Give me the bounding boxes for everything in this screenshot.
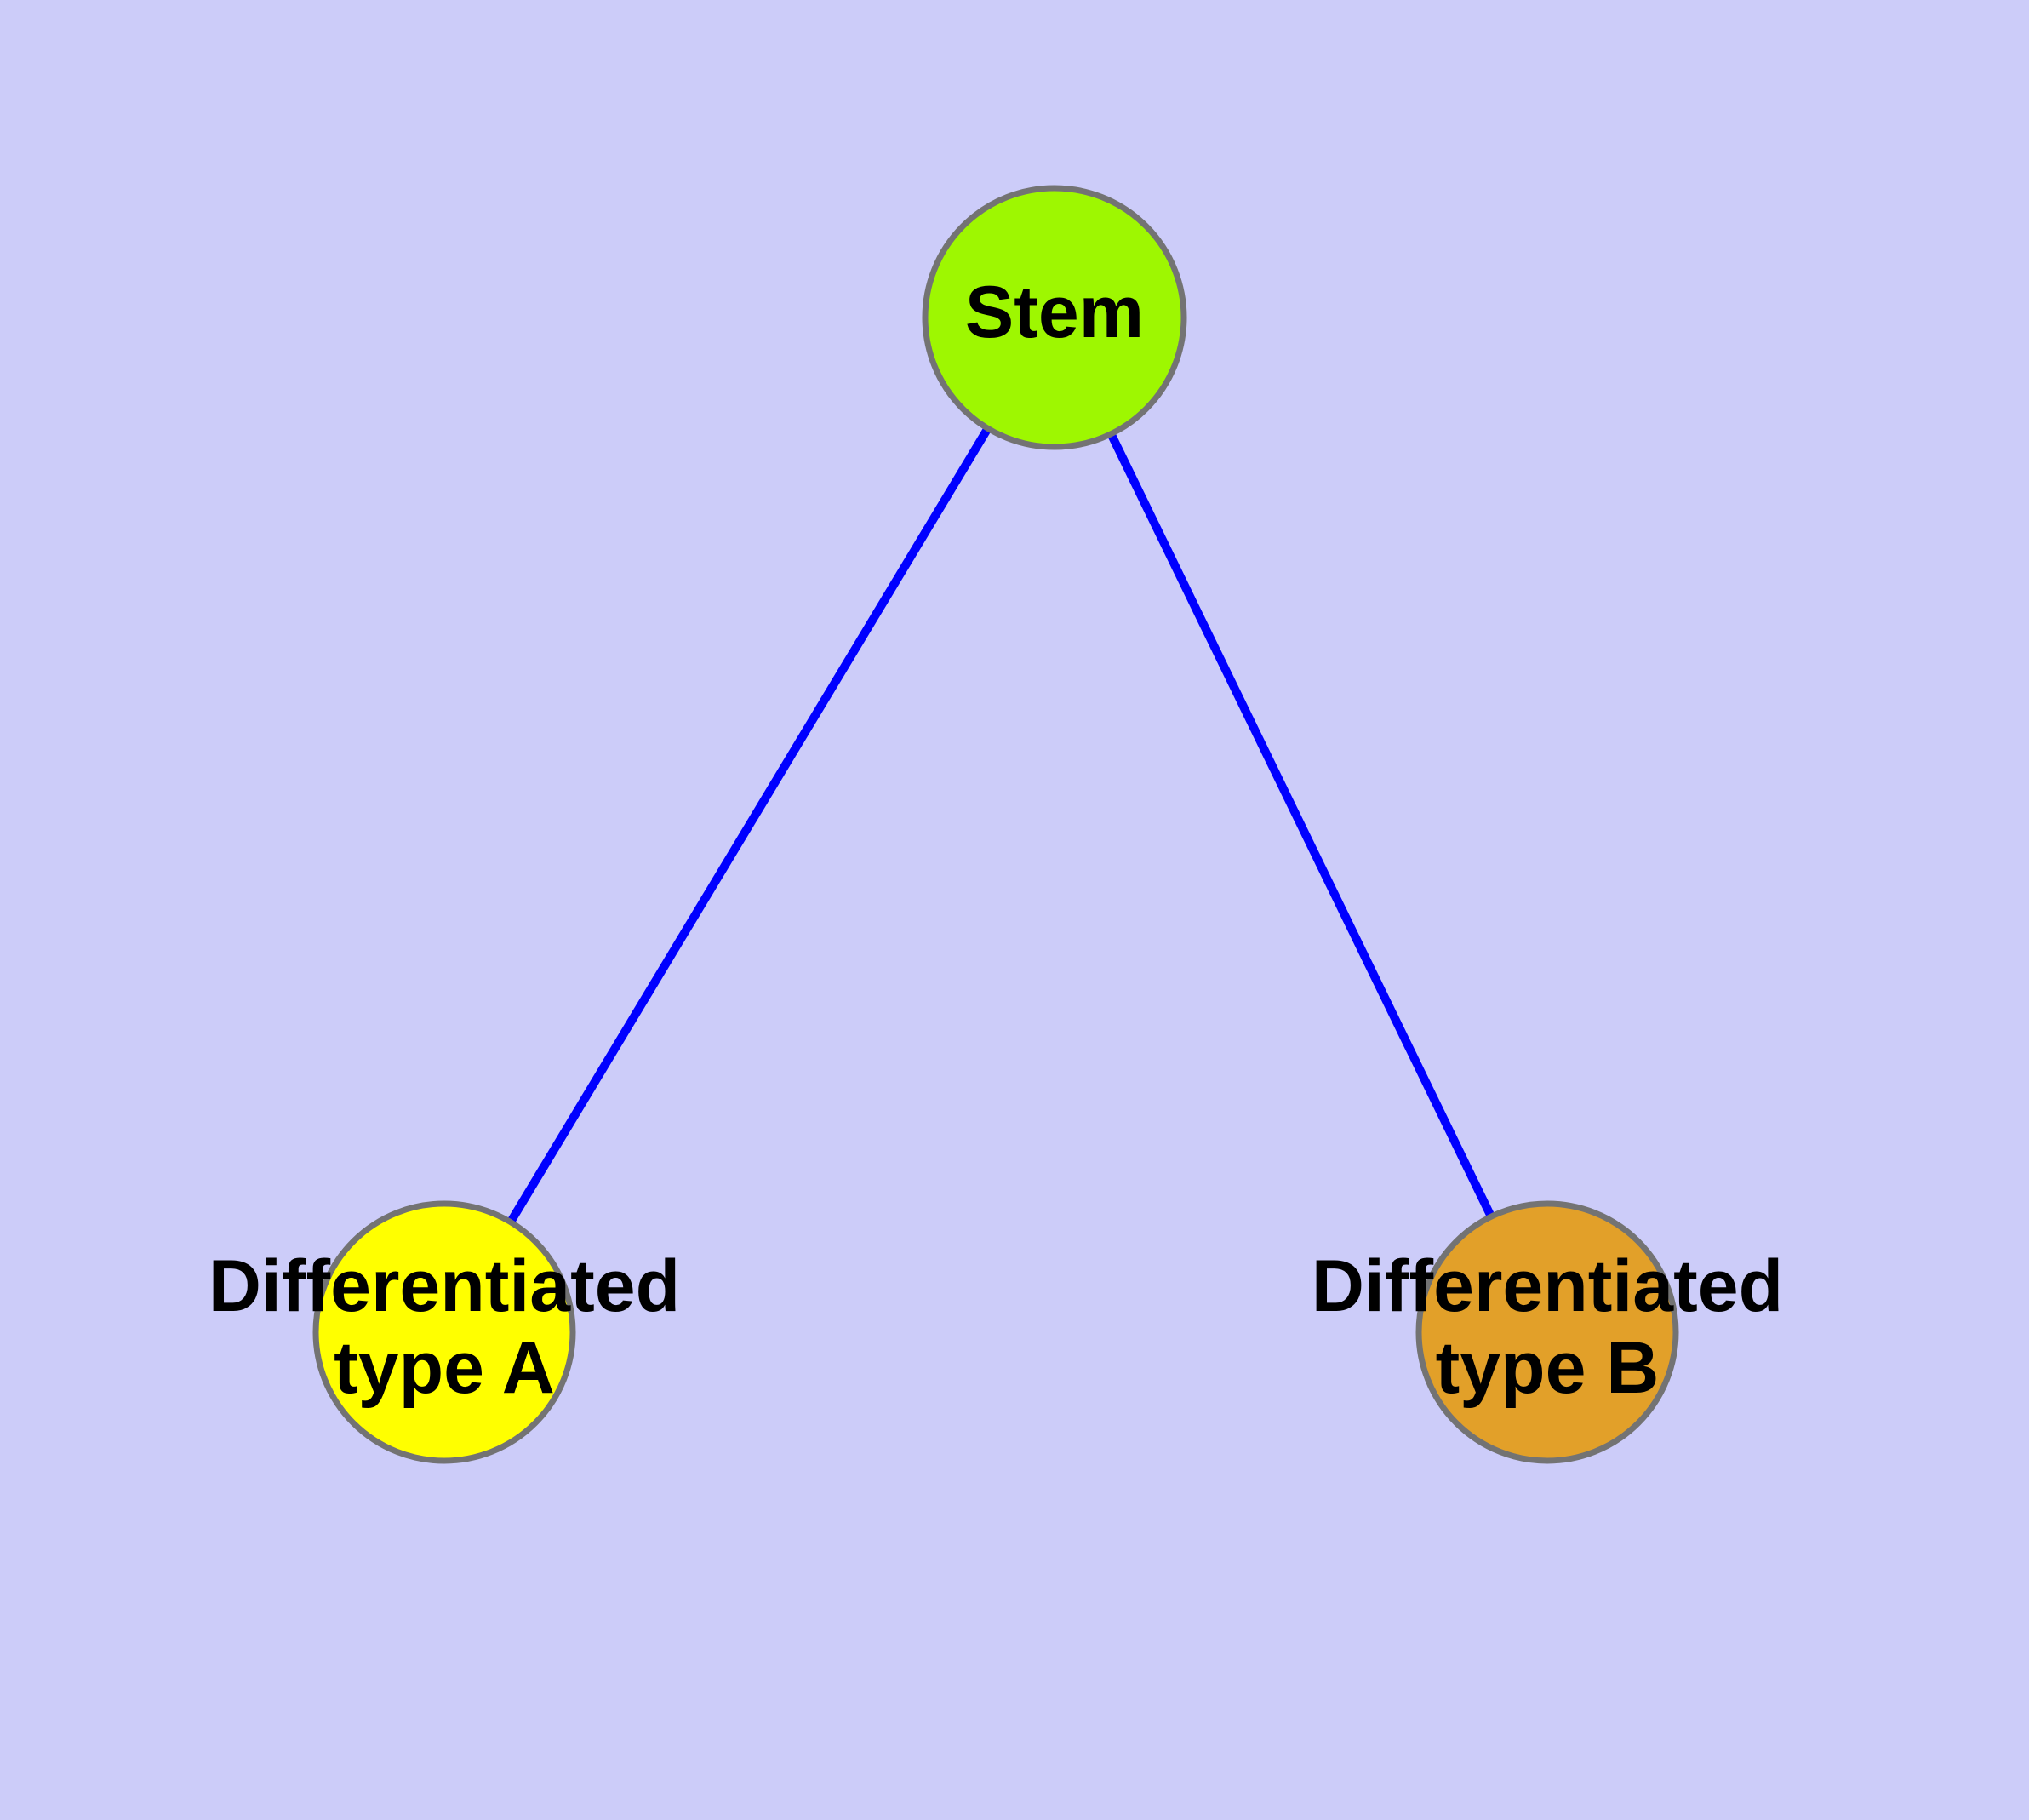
label-line: type A: [334, 1327, 555, 1409]
graph-node-label-stem: Stem: [965, 272, 1144, 353]
graph-edge: [1050, 315, 1552, 1335]
label-line: Differentiated: [209, 1245, 680, 1327]
nodes-layer: [312, 185, 1679, 1464]
label-line: type B: [1436, 1327, 1660, 1409]
graph-node-diff_b[interactable]: [1415, 1200, 1679, 1464]
edges-layer: [440, 315, 1552, 1335]
label-line: Stem: [965, 272, 1144, 353]
graph-edge: [440, 315, 1059, 1335]
label-line: Differentiated: [1312, 1245, 1783, 1327]
graph-node-stem[interactable]: [922, 185, 1187, 450]
graph-node-diff_a[interactable]: [312, 1200, 576, 1464]
